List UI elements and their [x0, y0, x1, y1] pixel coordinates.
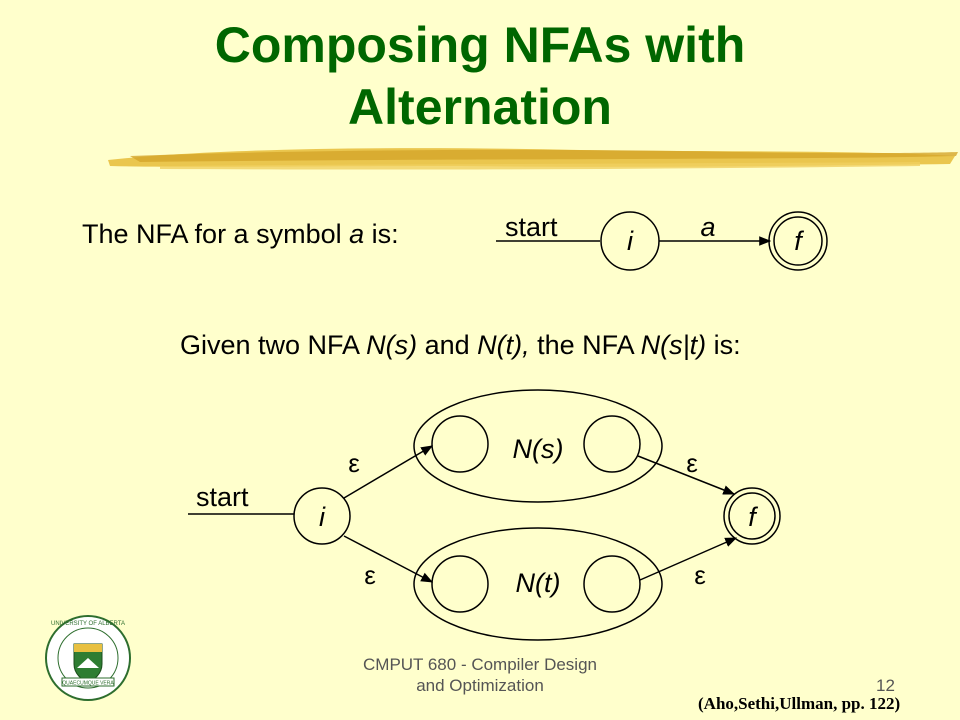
ns-label: N(s) — [513, 434, 564, 464]
epsilon-arrow-i-to-ns — [343, 445, 434, 499]
alt-state-i — [293, 487, 351, 545]
alt-state-f-outer — [723, 487, 781, 545]
nt-machine-outline — [413, 527, 663, 641]
alt-text-2: and — [417, 330, 478, 360]
slide-title-line-1: Composing NFAs with — [214, 17, 746, 73]
epsilon-arrow-i-to-nt — [343, 535, 434, 583]
nt-final-state — [583, 555, 641, 613]
nt-start-state — [431, 555, 489, 613]
slide-title: Composing NFAs with Alternation — [0, 14, 960, 138]
symbol-a: a — [349, 219, 365, 249]
symbol-transition-label: a — [700, 212, 715, 242]
brush-stroke-divider — [108, 148, 958, 170]
alt-text-4: is: — [706, 330, 741, 360]
alt-nst: N(s|t) — [640, 330, 707, 360]
alt-nt: N(t), — [477, 330, 530, 360]
footer-course-line-1: CMPUT 680 - Compiler Design — [363, 655, 597, 674]
footer-course: CMPUT 680 - Compiler Design and Optimiza… — [330, 654, 630, 696]
nt-label: N(t) — [516, 568, 561, 598]
alt-state-f-label: f — [748, 502, 758, 532]
citation: (Aho,Sethi,Ullman, pp. 122) — [698, 694, 901, 713]
slide-title-line-2: Alternation — [348, 79, 612, 135]
alt-start-label: start — [196, 482, 249, 512]
page-number: 12 — [876, 676, 895, 695]
alt-state-i-label: i — [319, 502, 326, 532]
epsilon-label-lower-left: ε — [364, 560, 376, 590]
caption-text: The NFA for a symbol — [82, 219, 350, 249]
university-of-alberta-crest-icon: UNIVERSITY OF ALBERTA QUAECUMQUE VERA — [45, 615, 131, 701]
symbol-state-f-outer — [768, 211, 828, 271]
epsilon-label-lower-right: ε — [694, 560, 706, 590]
epsilon-arrow-nt-to-f — [639, 537, 738, 581]
ns-final-state — [583, 415, 641, 473]
epsilon-arrow-ns-to-f — [637, 455, 736, 495]
alternation-caption: Given two NFA N(s) and N(t), the NFA N(s… — [180, 330, 741, 361]
symbol-state-i-label: i — [627, 226, 634, 256]
logo-text: UNIVERSITY OF ALBERTA — [51, 621, 125, 627]
logo-motto: QUAECUMQUE VERA — [62, 681, 114, 687]
epsilon-label-upper-left: ε — [348, 448, 360, 478]
alternation-nfa: start i N(s) N(t) f ε ε ε ε — [188, 389, 781, 641]
symbol-nfa-caption: The NFA for a symbol a is: — [82, 219, 399, 250]
ns-machine-outline — [413, 389, 663, 503]
caption-text-end: is: — [364, 219, 399, 249]
alt-text-1: Given two NFA — [180, 330, 367, 360]
footer-course-line-2: and Optimization — [416, 676, 544, 695]
epsilon-label-upper-right: ε — [686, 448, 698, 478]
symbol-state-f-inner — [773, 216, 823, 266]
alt-state-f-inner — [728, 492, 776, 540]
ns-start-state — [431, 415, 489, 473]
symbol-nfa: start i a f — [496, 211, 828, 271]
symbol-start-label: start — [505, 212, 558, 242]
symbol-state-f-label: f — [794, 226, 804, 256]
alt-text-3: the NFA — [529, 330, 641, 360]
alt-ns: N(s) — [366, 330, 418, 360]
